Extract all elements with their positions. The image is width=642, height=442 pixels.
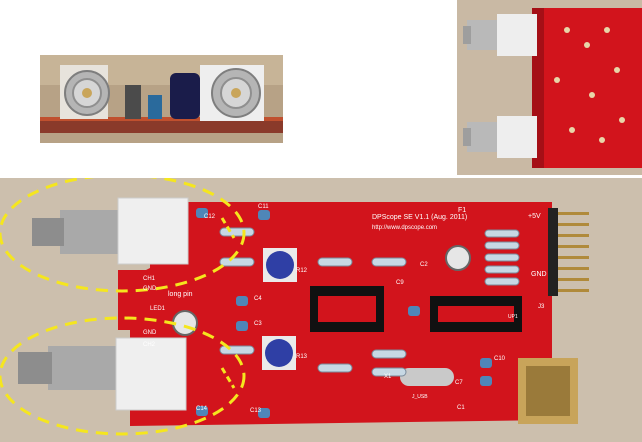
- label-c3: C3: [254, 321, 262, 327]
- label-c10: C10: [494, 356, 506, 362]
- board-url: http://www.dpscope.com: [372, 225, 437, 231]
- back-view-photo: [457, 0, 642, 175]
- label-f1: F1: [458, 207, 466, 214]
- label-c11: C11: [258, 204, 269, 210]
- label-gnd: GND: [531, 271, 547, 278]
- label-r13: R13: [296, 354, 308, 360]
- label-c9: C9: [396, 280, 404, 286]
- label-c4: C4: [254, 296, 262, 302]
- label-c12: C12: [204, 214, 216, 220]
- label-led1: LED1: [150, 306, 166, 312]
- label-c2: C2: [420, 262, 428, 268]
- label-x1: X1: [384, 374, 392, 380]
- side-view-photo: [40, 55, 283, 143]
- label-j3: J3: [538, 304, 545, 310]
- label-c1: C1: [457, 405, 465, 411]
- highlight-ellipse-top: [0, 178, 246, 293]
- main-board-photo: DPScope SE V1.1 (Aug. 2011) http://www.d…: [0, 178, 642, 442]
- label-c14: C14: [196, 406, 208, 412]
- back-view-illustration: [457, 0, 642, 175]
- label-c7: C7: [455, 380, 463, 386]
- board-title: DPScope SE V1.1 (Aug. 2011): [372, 214, 467, 221]
- label-ch2: CH2: [143, 342, 156, 348]
- label-c13: C13: [250, 408, 262, 414]
- main-board-illustration: DPScope SE V1.1 (Aug. 2011) http://www.d…: [0, 178, 642, 442]
- label-r12: R12: [296, 268, 308, 274]
- highlight-ellipse-bottom: [0, 316, 246, 436]
- label-long-pin: long pin: [168, 291, 193, 298]
- label-jusb: J_USB: [412, 394, 428, 400]
- label-up1: UP1: [508, 314, 518, 320]
- label-plus5v: +5V: [528, 213, 541, 220]
- side-view-illustration: [40, 55, 283, 143]
- label-ch1: CH1: [143, 276, 156, 282]
- label-gnd-left: GND: [143, 286, 157, 292]
- label-gnd-left2: GND: [143, 330, 157, 336]
